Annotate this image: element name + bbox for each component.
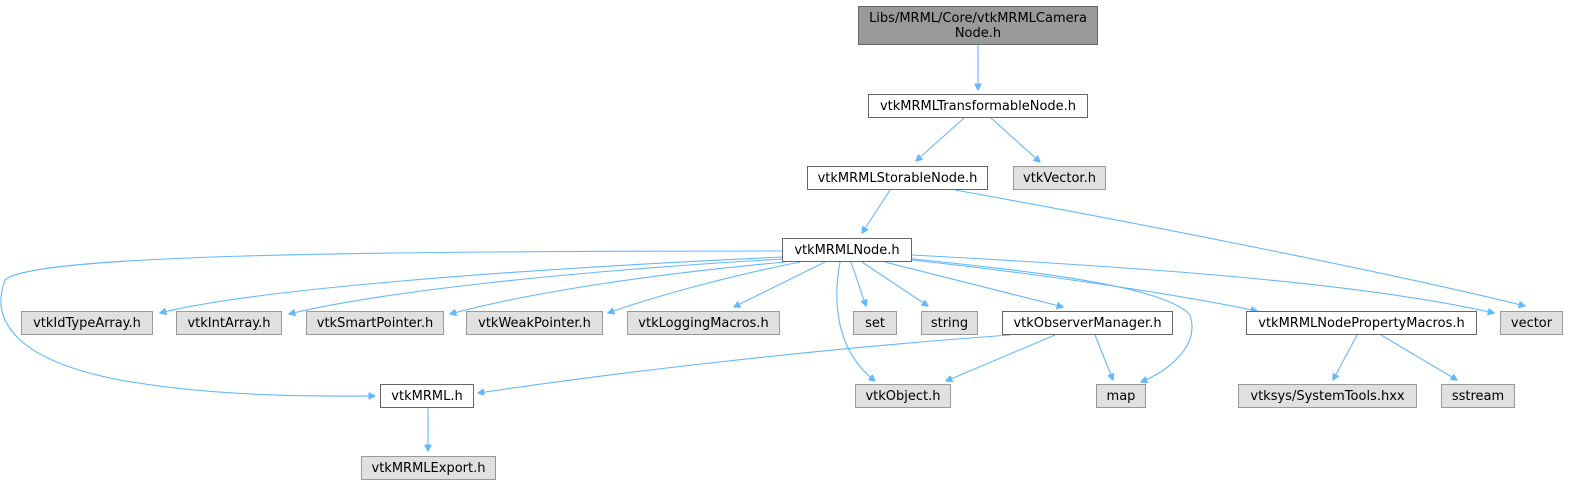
transformable-node-header[interactable]: vtkMRMLTransformableNode.h (868, 94, 1088, 118)
map-header: map (1096, 384, 1146, 408)
mrml-node-header[interactable]: vtkMRMLNode.h (782, 238, 912, 262)
smart-pointer-header: vtkSmartPointer.h (306, 311, 444, 335)
vector-header: vector (1500, 311, 1563, 335)
root-file-node[interactable]: Libs/MRML/Core/vtkMRMLCamera Node.h (858, 6, 1098, 45)
edge-mrmlnode-to-vector (911, 254, 1494, 313)
edge-mrmlnode-to-observer (884, 261, 1063, 307)
edge-propmacros-to-sstream (1380, 334, 1457, 380)
set-header: set (853, 311, 897, 335)
edge-mrmlnode-to-propmacros (911, 259, 1257, 311)
edge-observer-to-vtkobject (946, 334, 1056, 381)
weak-pointer-header: vtkWeakPointer.h (466, 311, 603, 335)
mrml-export-header: vtkMRMLExport.h (361, 456, 496, 480)
node-property-macros-header[interactable]: vtkMRMLNodePropertyMacros.h (1246, 311, 1477, 335)
edge-storable-to-vector (954, 189, 1525, 306)
observer-manager-header[interactable]: vtkObserverManager.h (1002, 311, 1173, 335)
mrml-header[interactable]: vtkMRML.h (380, 384, 474, 408)
id-type-array-header: vtkIdTypeArray.h (21, 311, 153, 335)
edge-mrmlnode-to-string (861, 261, 928, 306)
edge-transformable-to-storable (916, 117, 965, 161)
sstream-header: sstream (1441, 384, 1515, 408)
edge-propmacros-to-systools (1333, 334, 1358, 380)
vtk-object-header: vtkObject.h (855, 384, 951, 408)
int-array-header: vtkIntArray.h (176, 311, 282, 335)
system-tools-header: vtksys/SystemTools.hxx (1238, 384, 1417, 408)
vtkvector-header: vtkVector.h (1013, 166, 1106, 190)
edge-mrmlnode-to-mrml (0, 250, 783, 396)
edge-mrmlnode-to-intarray (289, 258, 783, 314)
logging-macros-header: vtkLoggingMacros.h (627, 311, 780, 335)
edge-mrmlnode-to-idtype (160, 256, 783, 313)
edge-mrmlnode-to-weakptr (608, 261, 801, 313)
edge-observer-to-map (1094, 334, 1113, 380)
edge-transformable-to-vtkvector (990, 117, 1040, 162)
string-header: string (921, 311, 978, 335)
edge-storable-to-mrmlnode (862, 189, 891, 233)
edge-mrmlnode-to-logging (734, 261, 826, 307)
edge-mrmlnode-to-map (894, 256, 1193, 382)
edge-mrmlnode-to-vtkobject (836, 261, 875, 381)
edge-mrmlnode-to-set (850, 261, 866, 306)
edge-layer (0, 45, 1525, 451)
storable-node-header[interactable]: vtkMRMLStorableNode.h (807, 166, 988, 190)
edge-observer-to-mrml (478, 334, 1011, 393)
edge-mrmlnode-to-smartptr (450, 261, 786, 314)
